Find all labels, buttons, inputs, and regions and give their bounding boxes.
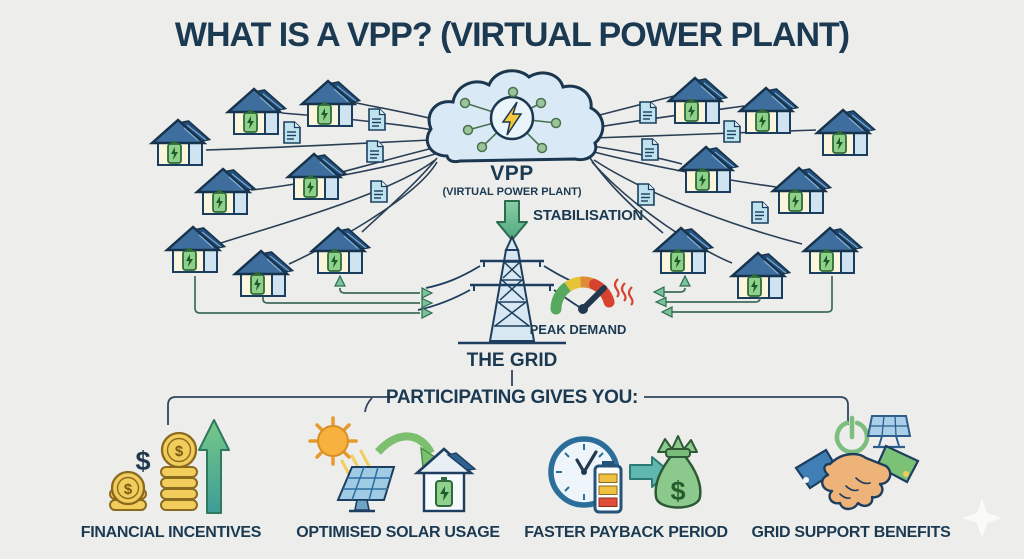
energy-report-doc-icon: [723, 120, 741, 143]
benefits-header: PARTICIPATING GIVES YOU:: [386, 387, 638, 408]
page-title: WHAT IS A VPP? (VIRTUAL POWER PLANT): [175, 16, 849, 54]
energy-report-doc-icon: [366, 140, 384, 163]
energy-report-doc-icon: [368, 108, 386, 131]
solar-battery-house-icon: [771, 166, 832, 215]
sun-solar-panel-house-icon: [308, 416, 477, 513]
handshake-icon: [794, 444, 920, 511]
sparkle-icon: [962, 498, 1002, 538]
clock-battery-moneybag-icon: $: [548, 435, 702, 514]
energy-report-doc-icon: [639, 101, 657, 124]
sun-icon: [308, 416, 358, 466]
lightning-bolt-icon: [501, 101, 523, 136]
flow-arrowheads: [334, 274, 691, 319]
solar-battery-house-icon: [286, 152, 347, 201]
energy-report-doc-icon: [751, 201, 769, 224]
solar-battery-house-icon: [815, 108, 876, 157]
flow-arrows: [194, 276, 833, 314]
dollar-glyph: $: [670, 476, 685, 506]
solar-battery-house-icon: [195, 167, 256, 216]
solar-battery-house-icon: [300, 79, 361, 128]
stabilisation-arrow-icon: STABILISATION: [496, 200, 643, 241]
mini-solar-panel-icon: [866, 415, 912, 449]
charging-battery-icon: [593, 461, 623, 514]
energy-report-doc-icon: [370, 180, 388, 203]
dollar-glyph: $: [175, 443, 184, 460]
dollar-glyph: $: [135, 446, 150, 476]
cloud-sublabel: (VIRTUAL POWER PLANT): [442, 186, 581, 198]
solar-battery-house-icon: [226, 87, 287, 136]
solar-battery-house-icon: [738, 86, 799, 135]
cloud-label: VPP: [490, 162, 534, 185]
transfer-arrow-icon: [375, 432, 435, 456]
solar-battery-house-icon: [802, 226, 863, 275]
solar-battery-house-icon: [678, 145, 739, 194]
grid-label: THE GRID: [467, 350, 558, 371]
coins-growth-arrow-icon: $ $ $: [109, 419, 230, 514]
money-bag-icon: $: [654, 435, 702, 509]
solar-battery-house-icon: [653, 226, 714, 275]
energy-report-doc-icon: [637, 183, 655, 206]
grid-tower-icon: THE GRID: [458, 234, 566, 371]
solar-battery-house-icon: [150, 118, 211, 167]
solar-battery-house-icon: [165, 225, 226, 274]
benefit-label-financial: FINANCIAL INCENTIVES: [81, 524, 262, 541]
peak-demand-label: PEAK DEMAND: [530, 322, 627, 337]
battery-house-icon: [413, 447, 477, 513]
energy-report-doc-icon: [283, 121, 301, 144]
power-button-icon: [834, 415, 870, 455]
solar-battery-house-icon: [310, 226, 371, 275]
benefit-label-gridsupport: GRID SUPPORT BENEFITS: [751, 524, 951, 541]
benefit-label-payback: FASTER PAYBACK PERIOD: [524, 524, 728, 541]
dollar-glyph: $: [124, 481, 133, 498]
benefit-label-solar: OPTIMISED SOLAR USAGE: [296, 524, 500, 541]
energy-report-doc-icon: [641, 138, 659, 161]
heat-squiggles: [613, 278, 634, 306]
solar-battery-house-icon: [667, 76, 728, 125]
solar-battery-house-icon: [233, 249, 294, 298]
power-solar-handshake-icon: [794, 415, 920, 511]
stabilisation-label: STABILISATION: [533, 207, 643, 224]
cloud-network-lightning-icon: VPP (VIRTUAL POWER PLANT): [425, 69, 605, 198]
solar-battery-house-icon: [730, 251, 791, 300]
growth-arrow-icon: [198, 419, 230, 514]
benefits-bracket: [167, 370, 849, 425]
peak-demand-gauge-icon: PEAK DEMAND: [530, 276, 634, 337]
